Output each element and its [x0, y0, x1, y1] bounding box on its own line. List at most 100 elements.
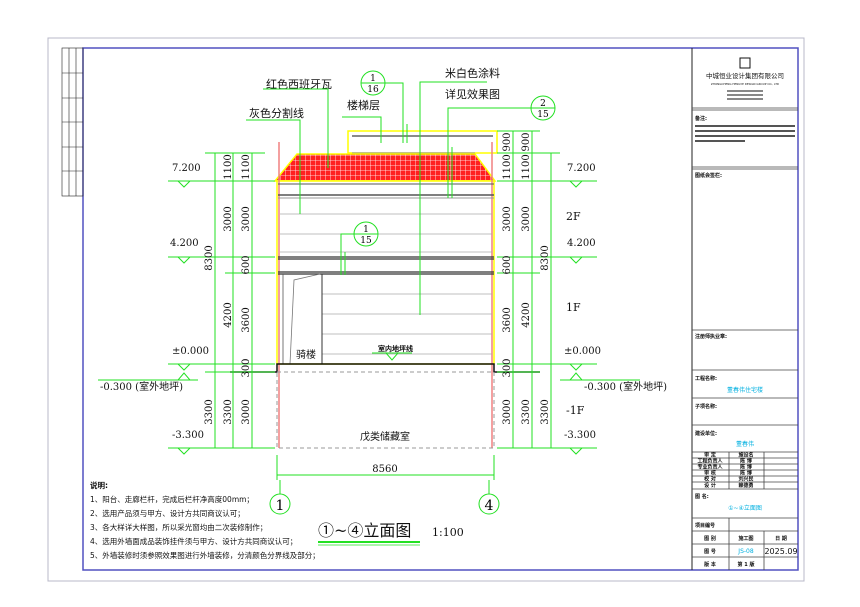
svg-text:4.200: 4.200 — [170, 238, 199, 249]
svg-text:-0.300 (室外地坪): -0.300 (室外地坪) — [584, 380, 667, 393]
title-block: 中城恒业设计集团有限公司 ZHONGCHENG HENGYE DESIGN GR… — [691, 48, 798, 570]
svg-text:①~④立面图: ①~④立面图 — [728, 504, 762, 512]
svg-text:2: 2 — [540, 99, 546, 109]
width-dimension: 8560 — [276, 455, 495, 480]
svg-text:1: 1 — [363, 225, 369, 235]
svg-text:1100: 1100 — [502, 154, 513, 179]
callouts: 红色西班牙瓦 灰色分割线 楼梯层 米白色涂料 详见效果图 1 16 2 15 1… — [246, 66, 556, 315]
svg-text:4200: 4200 — [223, 302, 234, 327]
svg-text:专业负责人: 专业负责人 — [697, 464, 723, 471]
svg-text:陈 博: 陈 博 — [740, 458, 752, 465]
basement-outline — [276, 371, 495, 449]
tile-callout: 红色西班牙瓦 — [266, 77, 332, 91]
svg-text:项目编号: 项目编号 — [695, 522, 715, 529]
spanish-tile-roof — [273, 153, 497, 182]
paint-callout-1: 米白色涂料 — [445, 66, 500, 80]
detail-bubble-1-15: 1 15 — [340, 221, 379, 275]
project-name: 董春伟住宅楼 — [727, 386, 763, 394]
svg-text:设 计: 设 计 — [704, 482, 716, 489]
svg-text:4、选用外墙面成品装饰挂件须与甲方、设计方共同商议认可；: 4、选用外墙面成品装饰挂件须与甲方、设计方共同商议认可； — [90, 536, 297, 546]
svg-text:3300: 3300 — [521, 399, 532, 424]
detail-bubble-1-16: 1 16 — [360, 70, 408, 143]
svg-text:日 期: 日 期 — [775, 535, 787, 542]
floor-line-label: 室内地坪线 — [378, 344, 413, 353]
svg-text:刘兴民: 刘兴民 — [738, 476, 753, 483]
svg-text:陈 博: 陈 博 — [740, 464, 752, 471]
svg-text:3000: 3000 — [223, 206, 234, 231]
svg-text:8300: 8300 — [204, 245, 215, 270]
svg-text:7.200: 7.200 — [567, 163, 596, 174]
svg-text:图 名:: 图 名: — [695, 493, 709, 500]
svg-text:说明:: 说明: — [90, 480, 108, 490]
svg-text:建设单位:: 建设单位: — [694, 430, 717, 437]
svg-text:3000: 3000 — [502, 206, 513, 231]
svg-text:工程名称:: 工程名称: — [695, 375, 717, 382]
svg-text:3000: 3000 — [502, 399, 513, 424]
drawing-title: ①~④立面图 1:100 — [318, 521, 464, 546]
svg-text:±0.000: ±0.000 — [172, 346, 209, 357]
axis-bubble-1: 1 — [269, 480, 291, 515]
svg-text:5、外墙装修时须参照效果图进行外墙装修，分清颜色分界线及部分: 5、外墙装修时须参照效果图进行外墙装修，分清颜色分界线及部分； — [90, 550, 320, 560]
stair-callout: 楼梯层 — [347, 98, 380, 112]
svg-text:8560: 8560 — [372, 464, 397, 475]
svg-text:4: 4 — [485, 498, 494, 514]
svg-text:1、阳台、走廊栏杆，完成后栏杆净高度00mm；: 1、阳台、走廊栏杆，完成后栏杆净高度00mm； — [90, 494, 254, 504]
svg-text:1:100: 1:100 — [432, 526, 464, 539]
dimensions-left: 1100 1100 3000 3000 8300 600 4200 3600 3… — [98, 152, 275, 455]
notes: 说明: 1、阳台、走廊栏杆，完成后栏杆净高度00mm； 2、选用产品须与甲方、设… — [90, 480, 320, 560]
svg-text:1: 1 — [370, 74, 376, 84]
svg-text:3600: 3600 — [241, 307, 252, 332]
floor-label-b1: -1F — [566, 404, 585, 417]
arcade-label: 骑楼 — [296, 348, 316, 361]
svg-text:陈 博: 陈 博 — [740, 470, 752, 477]
svg-text:第 1 版: 第 1 版 — [738, 561, 755, 568]
svg-text:600: 600 — [241, 255, 252, 274]
svg-text:2、选用产品须与甲方、设计方共同商议认可；: 2、选用产品须与甲方、设计方共同商议认可； — [90, 508, 245, 518]
svg-text:3300: 3300 — [204, 399, 215, 424]
company-name: 中城恒业设计集团有限公司 — [706, 71, 784, 80]
svg-text:3300: 3300 — [540, 399, 551, 424]
svg-text:JS-08: JS-08 — [737, 548, 754, 555]
svg-text:版 本: 版 本 — [704, 561, 717, 568]
floor-label-2f: 2F — [566, 210, 581, 223]
svg-text:8300: 8300 — [540, 245, 551, 270]
svg-text:图纸会签栏:: 图纸会签栏: — [695, 172, 722, 179]
svg-text:±0.000: ±0.000 — [564, 346, 601, 357]
svg-text:-3.300: -3.300 — [172, 430, 204, 441]
inner-frame — [82, 47, 799, 571]
svg-text:4.200: 4.200 — [567, 238, 596, 249]
svg-text:2025.09: 2025.09 — [764, 547, 797, 556]
svg-text:校 对: 校 对 — [704, 476, 716, 483]
svg-text:900: 900 — [502, 132, 513, 151]
svg-text:施设名: 施设名 — [737, 452, 753, 459]
svg-text:子项名称:: 子项名称: — [695, 403, 717, 410]
svg-text:15: 15 — [360, 236, 372, 246]
svg-text:施工图: 施工图 — [737, 535, 753, 542]
stair-block — [347, 130, 498, 154]
company-logo — [739, 57, 751, 69]
svg-text:备注:: 备注: — [694, 115, 707, 122]
dimensions-right: 900 900 1100 1100 3000 3000 8300 600 360… — [497, 130, 667, 455]
svg-text:900: 900 — [521, 132, 532, 151]
divider-callout: 灰色分割线 — [249, 106, 304, 120]
svg-text:600: 600 — [502, 255, 513, 274]
svg-text:1100: 1100 — [223, 154, 234, 179]
floor-label-1f: 1F — [566, 301, 581, 314]
svg-text:审 定: 审 定 — [704, 452, 716, 459]
svg-text:赖德勇: 赖德勇 — [738, 482, 753, 489]
svg-text:15: 15 — [537, 110, 549, 120]
svg-text:工程负责人: 工程负责人 — [697, 458, 723, 465]
svg-text:300: 300 — [241, 358, 252, 377]
svg-text:1100: 1100 — [521, 154, 532, 179]
svg-text:审 核: 审 核 — [704, 470, 716, 477]
axis-bubble-4: 4 — [478, 480, 500, 515]
signature-table: 审 定 施设名 工程负责人 陈 博 专业负责人 陈 博 审 核 陈 博 校 对 … — [697, 452, 753, 490]
svg-text:3000: 3000 — [241, 206, 252, 231]
detail-bubble-2-15: 2 15 — [447, 95, 556, 198]
svg-text:3300: 3300 — [223, 399, 234, 424]
binding-strip — [61, 47, 84, 197]
svg-text:-3.300: -3.300 — [564, 430, 596, 441]
building-elevation: 骑楼 戊类储藏室 室内地坪线 — [230, 130, 540, 449]
svg-text:300: 300 — [502, 358, 513, 377]
